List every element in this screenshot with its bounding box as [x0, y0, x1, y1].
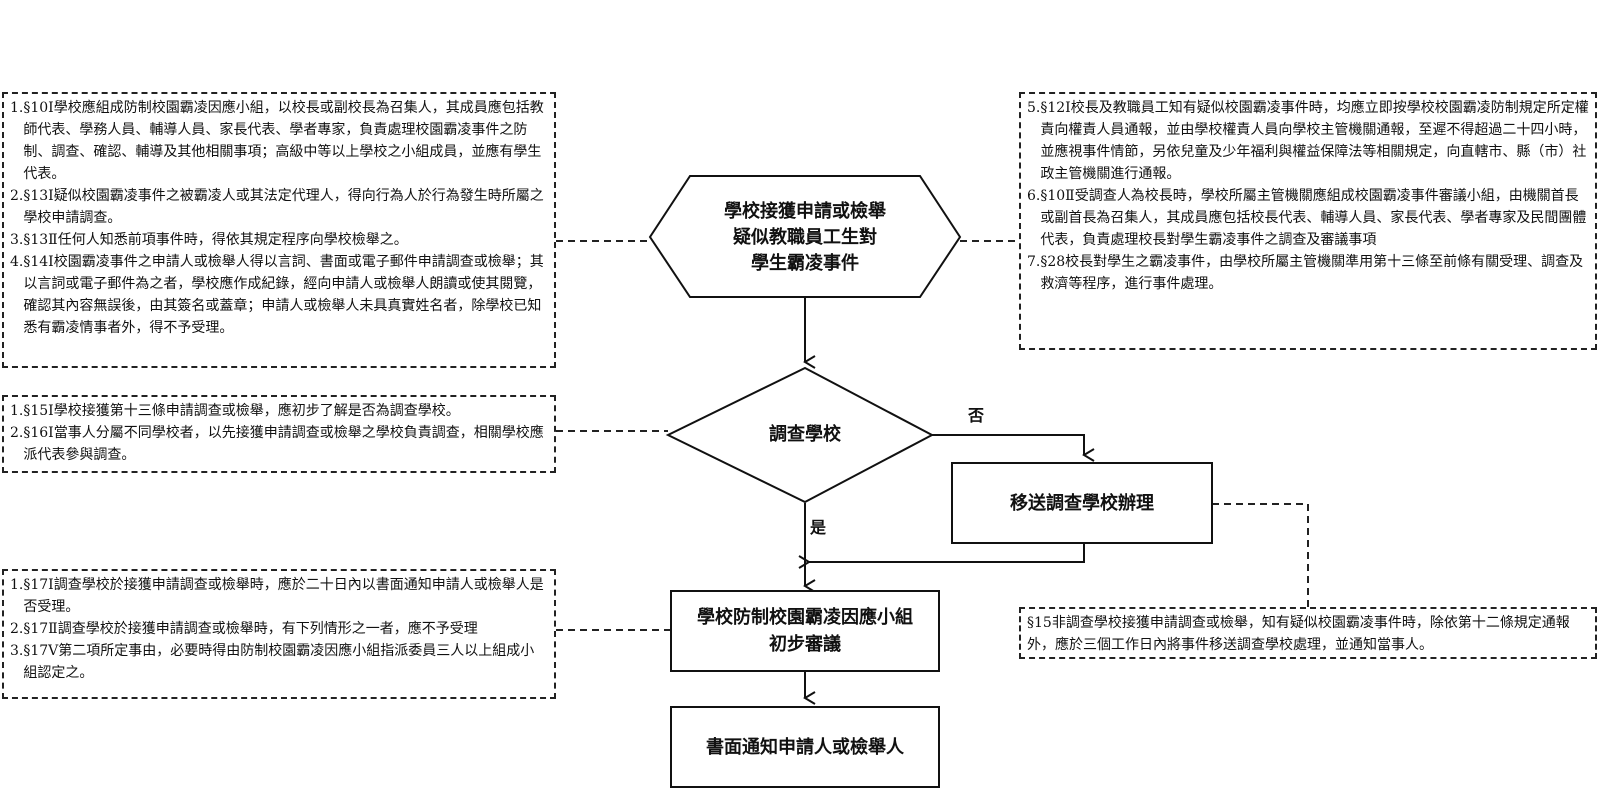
start-hexagon: [648, 175, 962, 298]
note-item-text: §17Ⅰ調查學校於接獲申請調查或檢舉時，應於二十日內以書面通知申請人或檢舉人是否…: [23, 577, 544, 615]
note-top-right: 5.§12Ⅰ校長及教職員工知有疑似校園霸凌事件時，均應立即按學校校園霸凌防制規定…: [1019, 92, 1597, 350]
note-item: 7.§28校長對學生之霸凌事件，由學校所屬主管機關準用第十三條至前條有關受理、調…: [1027, 251, 1589, 295]
decision-diamond: [665, 366, 935, 504]
note-item: 4.§14Ⅰ校園霸凌事件之申請人或檢舉人得以言詞、書面或電子郵件申請調查或檢舉；…: [10, 251, 548, 339]
note-item: 2.§17Ⅱ調查學校於接獲申請調查或檢舉時，有下列情形之一者，應不予受理: [10, 618, 548, 640]
note-item: 2.§13Ⅰ疑似校園霸凌事件之被霸凌人或其法定代理人，得向行為人於行為發生時所屬…: [10, 185, 548, 229]
note-item-text: §15非調查學校接獲申請調查或檢舉，知有疑似校園霸凌事件時，除依第十二條規定通報…: [1027, 615, 1570, 653]
note-item: 1.§15Ⅰ學校接獲第十三條申請調查或檢舉，應初步了解是否為調查學校。: [10, 400, 548, 422]
note-mid-right: §15非調查學校接獲申請調查或檢舉，知有疑似校園霸凌事件時，除依第十二條規定通報…: [1019, 607, 1597, 659]
note-item-text: §10Ⅱ受調查人為校長時，學校所屬主管機關應組成校園霸凌事件審議小組，由機關首長…: [1040, 188, 1587, 248]
notify-node: 書面通知申請人或檢舉人: [670, 706, 940, 788]
note-item-number: 1.: [10, 577, 24, 593]
decision-node-label: 調查學校: [769, 424, 841, 445]
note-item-number: 4.: [10, 254, 24, 270]
note-item: 1.§10Ⅰ學校應組成防制校園霸凌因應小組，以校長或副校長為召集人，其成員應包括…: [10, 97, 548, 185]
note-mid-left: 1.§15Ⅰ學校接獲第十三條申請調查或檢舉，應初步了解是否為調查學校。 2.§1…: [2, 395, 556, 473]
note-item-number: 1.: [10, 100, 24, 116]
review-node: 學校防制校園霸凌因應小組 初步審議: [670, 590, 940, 672]
note-item-number: 5.: [1027, 100, 1041, 116]
note-item-number: 2.: [10, 425, 24, 441]
note-item: 2.§16Ⅰ當事人分屬不同學校者，以先接獲申請調查或檢舉之學校負責調查，相關學校…: [10, 422, 548, 466]
note-item-number: 7.: [1027, 254, 1041, 270]
review-node-label: 學校防制校園霸凌因應小組 初步審議: [697, 607, 913, 655]
note-item-number: 2.: [10, 188, 24, 204]
note-item: 3.§13Ⅱ任何人知悉前項事件時，得依其規定程序向學校檢舉之。: [10, 229, 548, 251]
note-item-number: 3.: [10, 232, 24, 248]
note-item-number: 3.: [10, 643, 24, 659]
note-item-number: 1.: [10, 403, 24, 419]
note-item-text: §15Ⅰ學校接獲第十三條申請調查或檢舉，應初步了解是否為調查學校。: [23, 403, 460, 419]
note-item: 1.§17Ⅰ調查學校於接獲申請調查或檢舉時，應於二十日內以書面通知申請人或檢舉人…: [10, 574, 548, 618]
note-item-text: §10Ⅰ學校應組成防制校園霸凌因應小組，以校長或副校長為召集人，其成員應包括教師…: [23, 100, 544, 182]
arrow-transfer-return: [798, 544, 1085, 569]
note-item: 3.§17Ⅴ第二項所定事由，必要時得由防制校園霸凌因應小組指派委員三人以上組成小…: [10, 640, 548, 684]
yes-branch-label: 是: [810, 518, 827, 537]
note-item-text: §17Ⅱ調查學校於接獲申請調查或檢舉時，有下列情形之一者，應不予受理: [23, 621, 478, 637]
note-item-text: §13Ⅰ疑似校園霸凌事件之被霸凌人或其法定代理人，得向行為人於行為發生時所屬之學…: [23, 188, 544, 226]
start-node-label: 學校接獲申請或檢舉 疑似教職員工生對 學生霸凌事件: [724, 201, 886, 274]
note-item: 5.§12Ⅰ校長及教職員工知有疑似校園霸凌事件時，均應立即按學校校園霸凌防制規定…: [1027, 97, 1589, 185]
note-item-text: §13Ⅱ任何人知悉前項事件時，得依其規定程序向學校檢舉之。: [23, 232, 408, 248]
note-item-text: §16Ⅰ當事人分屬不同學校者，以先接獲申請調查或檢舉之學校負責調查，相關學校應派…: [23, 425, 544, 463]
note-item-text: §12Ⅰ校長及教職員工知有疑似校園霸凌事件時，均應立即按學校校園霸凌防制規定所定…: [1040, 100, 1589, 182]
arrow-decision-no: [932, 434, 1095, 462]
note-item-text: §28校長對學生之霸凌事件，由學校所屬主管機關準用第十三條至前條有關受理、調查及…: [1040, 254, 1584, 292]
no-branch-label: 否: [968, 406, 985, 425]
dash-transfer-to-midright: [1212, 503, 1309, 607]
notify-node-label: 書面通知申請人或檢舉人: [706, 736, 904, 758]
note-top-left: 1.§10Ⅰ學校應組成防制校園霸凌因應小組，以校長或副校長為召集人，其成員應包括…: [2, 92, 556, 368]
note-item: §15非調查學校接獲申請調查或檢舉，知有疑似校園霸凌事件時，除依第十二條規定通報…: [1027, 612, 1589, 656]
transfer-node: 移送調查學校辦理: [951, 462, 1213, 544]
note-item-text: §14Ⅰ校園霸凌事件之申請人或檢舉人得以言詞、書面或電子郵件申請調查或檢舉；其以…: [23, 254, 544, 336]
note-item: 6.§10Ⅱ受調查人為校長時，學校所屬主管機關應組成校園霸凌事件審議小組，由機關…: [1027, 185, 1589, 251]
note-item-number: 6.: [1027, 188, 1041, 204]
note-item-number: 2.: [10, 621, 24, 637]
transfer-node-label: 移送調查學校辦理: [1010, 492, 1154, 514]
note-item-text: §17Ⅴ第二項所定事由，必要時得由防制校園霸凌因應小組指派委員三人以上組成小組認…: [23, 643, 535, 681]
note-bottom-left: 1.§17Ⅰ調查學校於接獲申請調查或檢舉時，應於二十日內以書面通知申請人或檢舉人…: [2, 569, 556, 699]
